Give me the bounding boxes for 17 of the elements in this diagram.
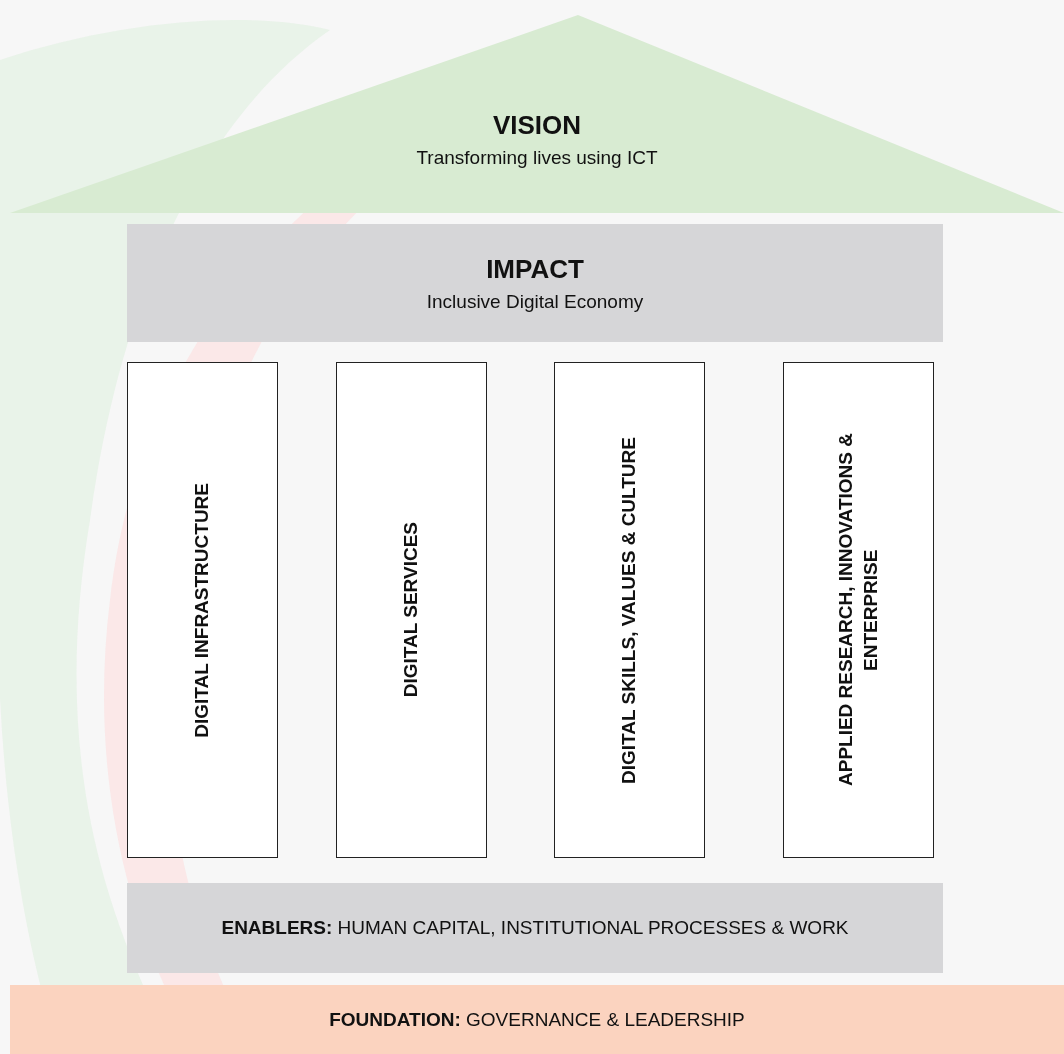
- heading: VISION: [492, 109, 582, 141]
- foundation-band: [10, 985, 1064, 1054]
- pillar-title: DIGITAL SKILLS, VALUES & CULTURE: [617, 436, 641, 784]
- band-text: FOUNDATION: GOVERNANCE & LEADERSHIP: [329, 1008, 745, 1031]
- pillar-title: APPLIED RESEARCH, INNOVATIONS & ENTERPRISE: [833, 432, 882, 789]
- subheading: Inclusive Digital Economy: [426, 290, 644, 313]
- impact-band: [127, 224, 943, 342]
- pillar-title: DIGITAL SERVICES: [399, 522, 423, 698]
- pillar-box: [554, 362, 705, 858]
- band-text: ENABLERS: HUMAN CAPITAL, INSTITUTIONAL PROCESSES & WORK: [221, 917, 849, 939]
- enablers-band: [127, 883, 943, 973]
- pillar-box: [127, 362, 278, 858]
- heading: IMPACT: [486, 253, 584, 285]
- pillar-title: DIGITAL INFRASTRUCTURE: [190, 482, 214, 738]
- pillar-box: [783, 362, 934, 858]
- subheading: Transforming lives using ICT: [416, 146, 658, 169]
- pillar-box: [336, 362, 487, 858]
